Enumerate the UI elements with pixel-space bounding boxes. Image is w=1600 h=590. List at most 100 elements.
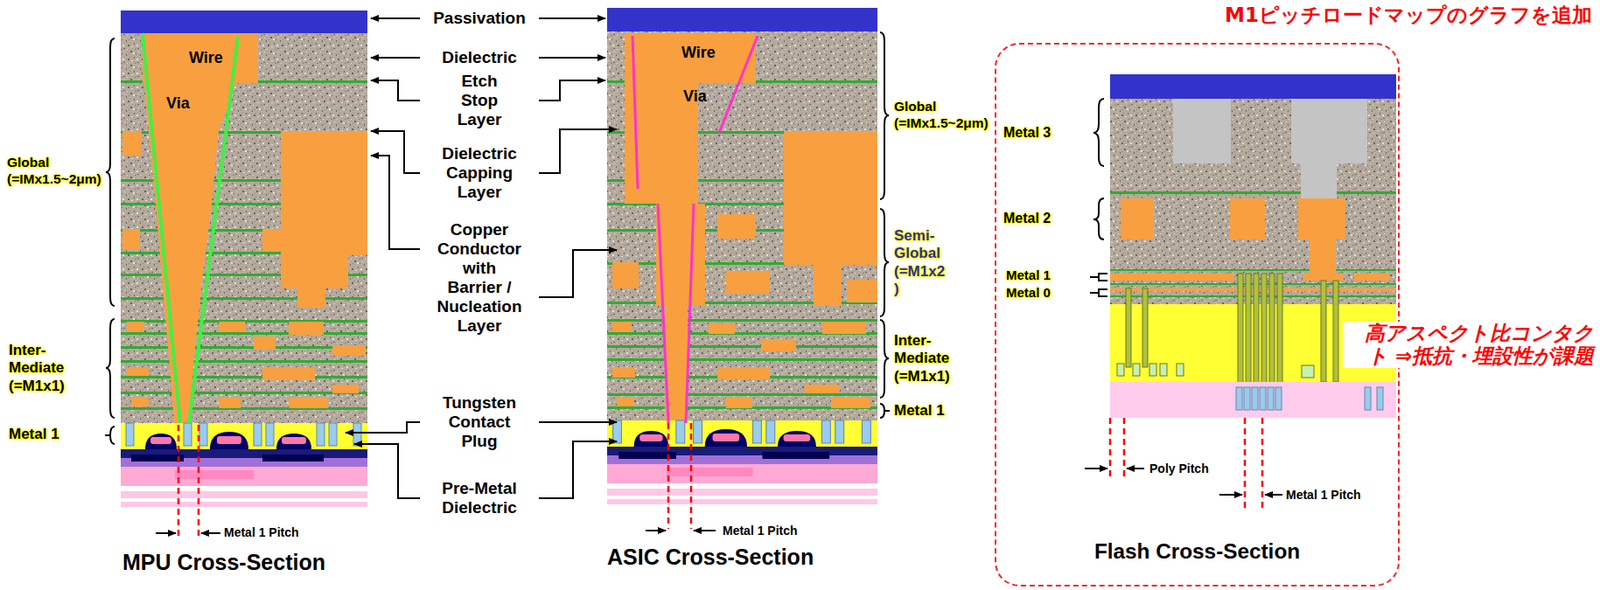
asic-section — [607, 7, 878, 32]
asic-section — [624, 33, 756, 84]
metal-label: Metal 0 — [1006, 285, 1051, 301]
flash-section — [1245, 273, 1251, 388]
flash-section — [1176, 363, 1184, 377]
flash-section — [1243, 387, 1251, 411]
tier-label: Inter- Mediate (=M1x1) — [894, 332, 951, 386]
flash-section — [1110, 74, 1397, 99]
braces — [880, 32, 889, 200]
pitch-label: Metal 1 Pitch — [722, 524, 798, 539]
mpu-section — [218, 321, 245, 333]
tier-label: Metal 1 — [8, 426, 60, 444]
flash-section — [1275, 387, 1282, 411]
metal-label: Metal 3 — [1003, 124, 1051, 141]
flash-section — [1253, 273, 1259, 388]
layer-label: Dielectric Capping Layer — [441, 144, 518, 203]
wire-label: Wire — [188, 48, 224, 69]
braces — [104, 426, 115, 445]
flash-section — [1117, 363, 1314, 378]
asic-section — [657, 203, 669, 424]
asic-section — [607, 31, 878, 424]
pitch-markers — [1084, 468, 1108, 470]
pitch-markers — [155, 468, 1283, 534]
tier-label: Inter- Mediate (=M1x1) — [8, 342, 65, 396]
flash-section — [1173, 98, 1231, 164]
mpu-section — [262, 229, 281, 252]
leader-lines — [370, 17, 420, 20]
mpu-section — [144, 83, 237, 424]
wire-label: Wire — [681, 43, 716, 63]
flash-section — [1110, 191, 1397, 195]
mpu-section — [122, 229, 140, 251]
mpu-section — [120, 360, 368, 364]
flash-section — [1125, 273, 1339, 388]
braces — [1089, 289, 1108, 297]
flash-section — [1149, 363, 1157, 377]
via-label: Via — [683, 87, 707, 107]
leader-lines — [345, 18, 617, 499]
pitch-markers — [690, 423, 693, 530]
layer-label: Copper Conductor with Barrier / Nucleati… — [434, 220, 525, 336]
mpu-section — [120, 33, 368, 424]
leader-lines — [538, 56, 606, 59]
asic-section — [783, 131, 878, 307]
layer-label: Dielectric — [441, 48, 518, 68]
braces — [1093, 198, 1104, 240]
flash-section — [1269, 273, 1275, 388]
via-label: Via — [166, 94, 190, 114]
braces — [1089, 273, 1108, 281]
tier-label: Semi- Global (=M1x2 ) — [894, 227, 945, 300]
mpu-section — [120, 407, 368, 411]
asic-section — [726, 271, 770, 294]
flash-section — [1303, 273, 1343, 281]
asic-section — [616, 398, 635, 407]
flash-section — [1110, 273, 1235, 281]
asic-section — [717, 214, 756, 239]
asic-section — [632, 35, 758, 424]
flash-section — [1110, 382, 1397, 419]
mpu-section — [218, 398, 241, 409]
asic-section — [607, 420, 878, 505]
flash-section — [1110, 269, 1397, 272]
section-title: MPU Cross-Section — [122, 549, 326, 576]
pitch-label: Poly Pitch — [1149, 461, 1209, 477]
note-callout: 高アスペクト比コンタクト ⇒抵抗・埋設性が課題 — [1342, 321, 1596, 369]
leader-lines — [538, 250, 617, 298]
asic-section — [607, 393, 878, 397]
flash-section — [1117, 363, 1125, 377]
mpu-section — [120, 10, 368, 508]
asic-section — [726, 398, 753, 409]
leader-lines — [538, 421, 617, 424]
pitch-markers — [178, 418, 1263, 538]
section-title: Flash Cross-Section — [996, 539, 1398, 565]
leader-lines — [345, 422, 420, 434]
flash-section — [1320, 280, 1327, 383]
leader-lines — [538, 80, 606, 101]
asic-section — [822, 321, 867, 335]
asic-section — [607, 7, 878, 505]
leader-lines — [354, 444, 420, 499]
pitch-markers — [155, 418, 1283, 538]
mpu-section — [288, 398, 329, 409]
flash-section — [1159, 363, 1167, 377]
mpu-section — [120, 10, 368, 34]
mpu-section — [126, 367, 149, 377]
flash-section — [1291, 98, 1368, 204]
asic-section — [612, 321, 632, 333]
asic-section — [612, 262, 639, 289]
flash-section — [1309, 239, 1336, 275]
pitch-markers — [1219, 494, 1243, 497]
mpu-section — [332, 345, 366, 357]
pitch-markers — [201, 532, 221, 535]
asic-section — [831, 398, 871, 409]
braces — [104, 32, 1108, 445]
mpu-section — [120, 391, 368, 395]
mpu-section — [288, 321, 324, 336]
layer-label: Pre-Metal Dielectric — [438, 479, 522, 518]
asic-section — [761, 339, 797, 352]
mpu-section — [280, 131, 368, 308]
flash-section — [1236, 387, 1243, 411]
pitch-markers — [1243, 418, 1247, 512]
pitch-markers — [645, 530, 666, 532]
braces — [880, 320, 889, 399]
mpu-section — [120, 423, 368, 508]
